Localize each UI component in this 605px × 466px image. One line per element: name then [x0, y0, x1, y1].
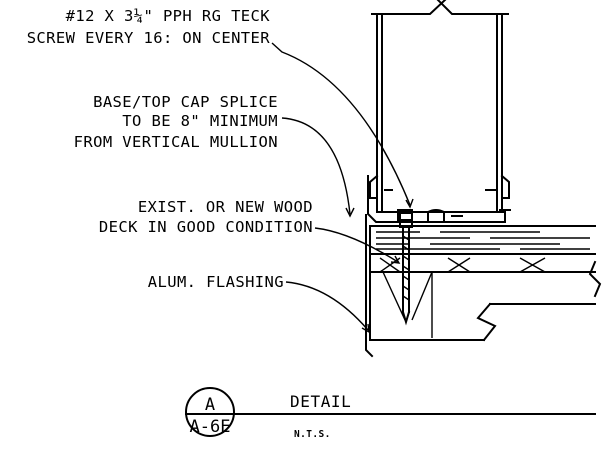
splice-note-line-3: FROM VERTICAL MULLION	[74, 133, 278, 151]
alum-flashing	[365, 214, 374, 358]
detail-sheet: A-6E	[190, 417, 231, 437]
flashing-note: ALUM. FLASHING	[148, 273, 284, 291]
detail-title: DETAIL	[290, 392, 351, 411]
detail-tag: A A-6E DETAIL N.T.S.	[185, 387, 596, 440]
screw-note-line-2: SCREW EVERY 16: ON CENTER	[27, 29, 271, 47]
base-cap	[367, 175, 506, 223]
notes: #12 X 3¼" PPH RG TECK SCREW EVERY 16: ON…	[27, 7, 313, 291]
screw-note-line-1: #12 X 3¼" PPH RG TECK	[66, 7, 271, 25]
deck-note-line-2: DECK IN GOOD CONDITION	[99, 218, 313, 236]
teck-screw	[399, 212, 413, 326]
splice-note-line-1: BASE/TOP CAP SPLICE	[93, 93, 278, 111]
wood-deck	[369, 225, 596, 255]
detail-scale: N.T.S.	[294, 429, 331, 440]
vertical-mullion	[369, 0, 510, 213]
splice-note-line-2: TO BE 8" MINIMUM	[122, 112, 278, 130]
detail-letter: A	[205, 395, 215, 415]
detail-bubble	[185, 387, 235, 437]
leader-lines	[271, 42, 414, 334]
deck-note-line-1: EXIST. OR NEW WOOD	[138, 198, 313, 216]
framing	[369, 209, 602, 342]
